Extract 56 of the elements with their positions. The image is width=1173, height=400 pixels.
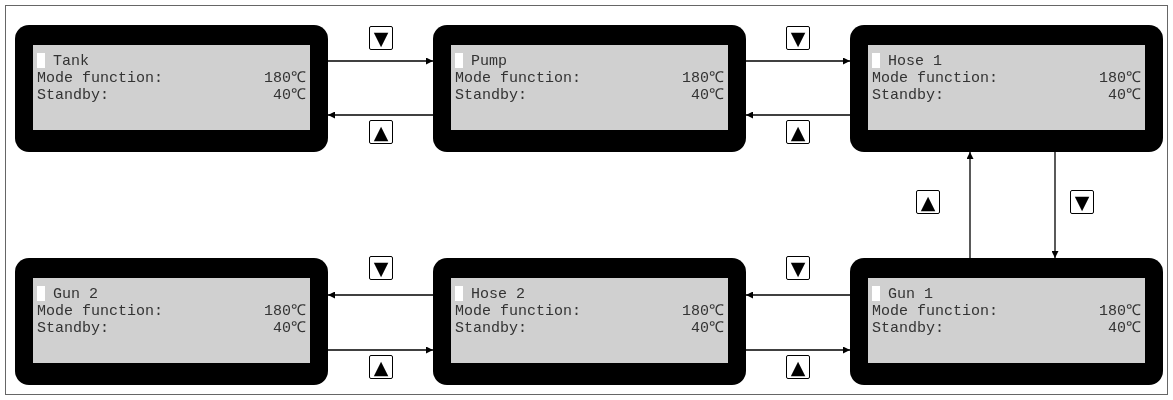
display-title: Gun 1	[888, 286, 933, 303]
arrow	[745, 111, 851, 119]
arrow-key-label: ▼	[369, 256, 393, 280]
setting-value: 40℃	[691, 87, 724, 104]
setting-name: Standby:	[455, 87, 527, 104]
setting-value: 180℃	[1099, 70, 1141, 87]
display-title: Tank	[53, 53, 89, 70]
setting-name: Standby:	[872, 87, 944, 104]
arrow-key-label: ▲	[369, 355, 393, 379]
arrow-key-label: ▲	[369, 120, 393, 144]
arrow-key-label: ▼	[786, 26, 810, 50]
arrow-key-label: ▲	[916, 190, 940, 214]
arrow	[327, 111, 434, 119]
setting-value: 40℃	[1108, 320, 1141, 337]
setting-value: 40℃	[273, 320, 306, 337]
setting-name: Mode function:	[455, 70, 582, 87]
setting-name: Mode function:	[455, 303, 582, 320]
arrow	[1051, 151, 1059, 259]
arrow	[745, 346, 851, 354]
arrow	[966, 151, 974, 259]
display-title: Gun 2	[53, 286, 98, 303]
lcd-display	[15, 25, 328, 152]
lcd-display	[850, 25, 1163, 152]
setting-name: Mode function:	[872, 303, 999, 320]
setting-value: 180℃	[1099, 303, 1141, 320]
setting-value: 180℃	[682, 303, 724, 320]
arrow	[745, 57, 851, 65]
setting-name: Mode function:	[872, 70, 999, 87]
lcd-display	[850, 258, 1163, 385]
display-title: Hose 1	[888, 53, 942, 70]
setting-name: Mode function:	[37, 303, 164, 320]
lcd-display	[15, 258, 328, 385]
setting-name: Standby:	[455, 320, 527, 337]
arrow-key-label: ▲	[786, 120, 810, 144]
display-title: Hose 2	[471, 286, 525, 303]
lcd-display	[433, 258, 746, 385]
arrow	[327, 346, 434, 354]
setting-value: 180℃	[682, 70, 724, 87]
arrow-key-label: ▼	[786, 256, 810, 280]
arrow	[327, 57, 434, 65]
setting-value: 180℃	[264, 303, 306, 320]
display-title: Pump	[471, 53, 507, 70]
setting-value: 180℃	[264, 70, 306, 87]
arrow-key-label: ▼	[369, 26, 393, 50]
setting-name: Standby:	[37, 320, 109, 337]
setting-value: 40℃	[273, 87, 306, 104]
setting-name: Mode function:	[37, 70, 164, 87]
setting-value: 40℃	[1108, 87, 1141, 104]
arrow	[745, 291, 851, 299]
arrow	[327, 291, 434, 299]
setting-value: 40℃	[691, 320, 724, 337]
lcd-display	[433, 25, 746, 152]
setting-name: Standby:	[872, 320, 944, 337]
arrow-key-label: ▼	[1070, 190, 1094, 214]
arrow-key-label: ▲	[786, 355, 810, 379]
setting-name: Standby:	[37, 87, 109, 104]
